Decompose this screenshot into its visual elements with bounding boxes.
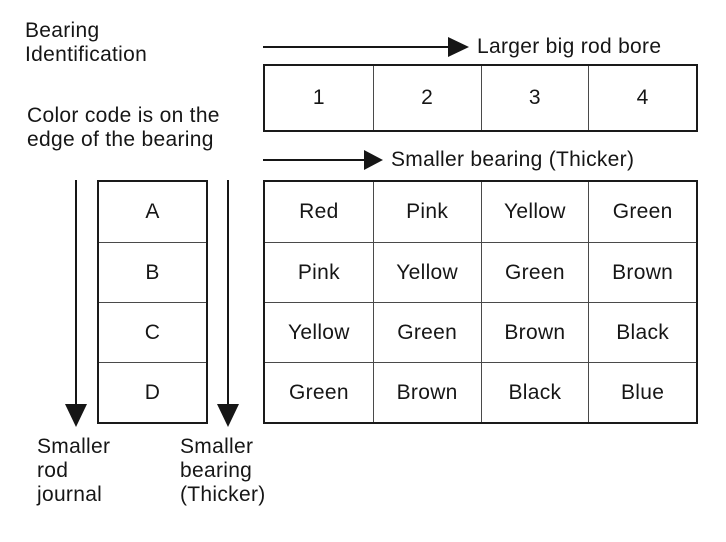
color-matrix-cell: Black (588, 302, 696, 362)
smaller-rod-journal-label: Smaller rod journal (37, 435, 111, 506)
color-matrix-cell: Blue (588, 362, 696, 422)
bore-size-cell: 3 (480, 66, 589, 130)
bore-size-cell: 4 (588, 66, 696, 130)
color-matrix-cell: Yellow (265, 302, 373, 362)
smaller-bearing-right-arrow-icon (263, 150, 383, 170)
color-matrix-cell: Yellow (480, 182, 589, 242)
bore-size-header-table: 1 2 3 4 (263, 64, 698, 132)
color-matrix-cell: Yellow (372, 242, 481, 302)
color-matrix-cell: Red (299, 200, 339, 223)
journal-grade-cell: C (99, 302, 206, 362)
color-matrix-cell: Green (372, 302, 481, 362)
smaller-bearing-thicker-label: Smaller bearing (Thicker) (180, 435, 266, 506)
color-matrix-table: Red Pink Yellow Green Pink Yellow Green … (263, 180, 698, 424)
color-matrix-cell: Black (480, 362, 589, 422)
color-code-note: Color code is on the edge of the bearing (27, 104, 220, 151)
color-matrix-cell: Brown (588, 242, 696, 302)
larger-bore-arrow-label: Larger big rod bore (477, 35, 662, 58)
journal-grade-table: A B C D (97, 180, 208, 424)
bore-size-cell: 2 (372, 66, 481, 130)
smaller-rod-journal-down-arrow-icon (65, 180, 87, 427)
smaller-bearing-down-arrow-icon (217, 180, 239, 427)
smaller-bearing-arrow-label: Smaller bearing (Thicker) (391, 148, 635, 171)
bore-size-cell: 1 (312, 86, 325, 109)
larger-bore-right-arrow-icon (263, 37, 469, 57)
color-matrix-cell: Brown (480, 302, 589, 362)
color-matrix-cell: Green (265, 362, 373, 422)
journal-grade-cell: B (99, 242, 206, 302)
color-matrix-cell: Pink (265, 242, 373, 302)
journal-grade-cell: D (99, 362, 206, 422)
journal-grade-cell: A (145, 200, 160, 223)
bearing-identification-label: Bearing Identification (25, 19, 148, 66)
color-matrix-cell: Green (588, 182, 696, 242)
color-matrix-cell: Green (480, 242, 589, 302)
color-matrix-cell: Pink (372, 182, 481, 242)
color-matrix-cell: Brown (372, 362, 481, 422)
